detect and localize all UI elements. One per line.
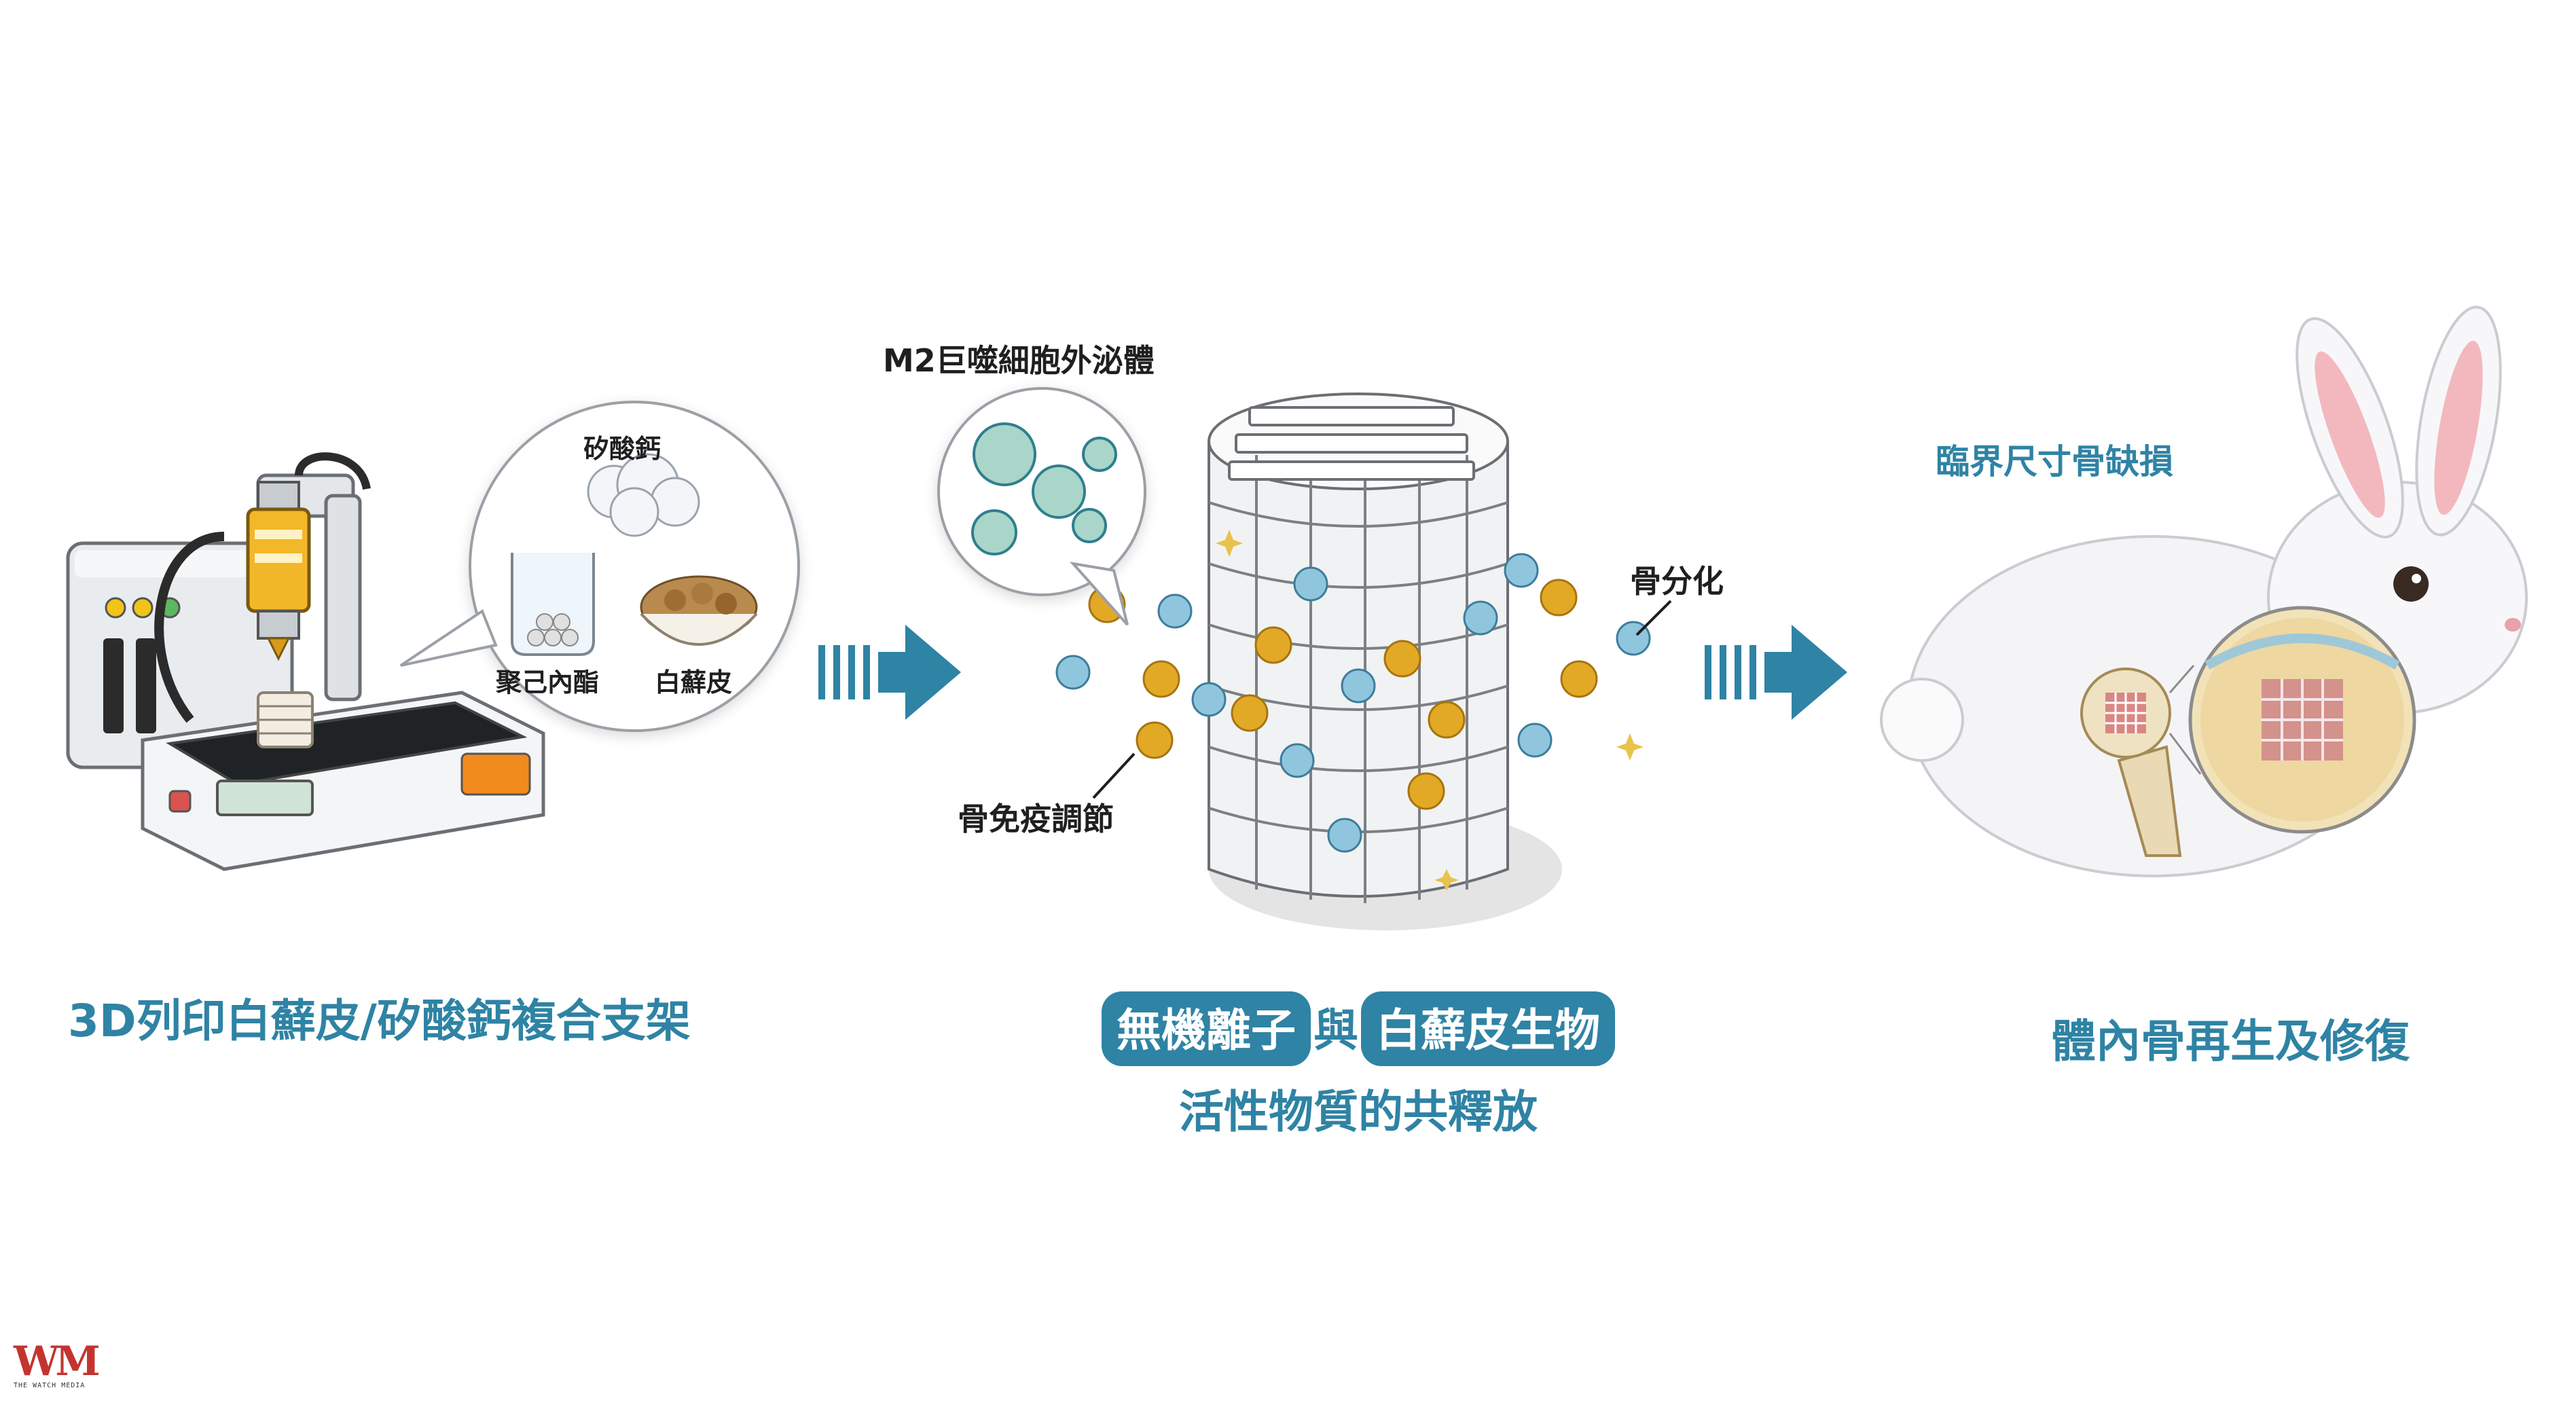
caption-join: 與 — [1313, 1004, 1358, 1057]
label-osteoimmune: 骨免疫調節 — [958, 801, 1114, 837]
label-osteogenic: 骨分化 — [1630, 563, 1724, 600]
rabbit-graphic — [1880, 306, 2528, 877]
logo-text: THE WATCH MEDIA — [14, 1382, 86, 1389]
label-baicalin: 白蘚皮 — [655, 668, 733, 697]
left-caption: 3D列印白蘚皮/矽酸鈣複合支架 — [68, 995, 691, 1047]
label-defect: 臨界尺寸骨缺損 — [1936, 442, 2173, 481]
herb-bowl-icon — [640, 575, 758, 646]
label-calcium-silicate: 矽酸鈣 — [583, 434, 661, 464]
flow-arrow-1 — [818, 625, 961, 720]
exosome-graphic — [971, 422, 1117, 555]
cells-layer — [1055, 530, 1651, 891]
osteoimmune-pointer — [1092, 752, 1136, 799]
flow-arrow-2 — [1705, 625, 1847, 720]
materials-bubble: 矽酸鈣 聚己內酯 白蘚皮 — [469, 401, 800, 732]
blue-cells — [1055, 553, 1651, 853]
exosome-bubble — [937, 387, 1146, 596]
caption-line2: 活性物質的共釋放 — [1179, 1086, 1538, 1138]
logo-mark: WM — [14, 1338, 101, 1385]
materials-graphic — [511, 453, 758, 656]
right-caption: 體內骨再生及修復 — [2051, 1015, 2410, 1067]
middle-caption: 無機離子與白蘚皮生物 活性物質的共釋放 — [1100, 991, 1616, 1141]
exosome-bubble-pointer — [1069, 562, 1129, 626]
beaker-icon — [511, 553, 595, 656]
calcium-silicate-powder — [587, 453, 700, 537]
label-exosome: M2巨噬細胞外泌體 — [883, 342, 1155, 379]
printer-graphic — [66, 452, 545, 871]
caption-highlight-ions: 無機離子 — [1102, 991, 1311, 1066]
sparkle-icons — [1216, 530, 1644, 891]
gold-cells — [1088, 579, 1598, 810]
caption-highlight-bioactive: 白蘚皮生物 — [1361, 991, 1615, 1066]
osteogenic-pointer — [1635, 600, 1672, 636]
bubble-pointer — [399, 608, 498, 667]
rabbit-illustration — [1861, 306, 2560, 903]
printer-illustration — [54, 435, 611, 910]
label-pcl: 聚己內酯 — [496, 668, 600, 697]
watermark-logo: WM THE WATCH MEDIA — [14, 1341, 102, 1402]
